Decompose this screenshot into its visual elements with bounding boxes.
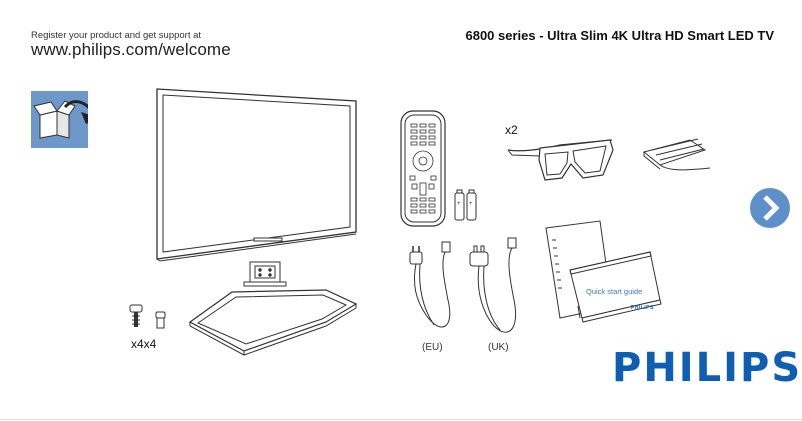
philips-logo: PHILIPS	[612, 345, 802, 391]
next-page-button[interactable]	[750, 188, 790, 228]
product-title: 6800 series - Ultra Slim 4K Ultra HD Sma…	[465, 28, 774, 43]
power-cord-uk-illustration	[469, 237, 517, 333]
chevron-right-icon	[763, 195, 780, 221]
quick-start-guide-brand: PHILIPS	[631, 305, 654, 311]
plug-eu-label: (EU)	[422, 342, 443, 353]
glasses-quantity: x2	[505, 123, 518, 137]
register-text: Register your product and get support at	[31, 30, 202, 41]
svg-text:+: +	[457, 201, 461, 207]
cable-clip-illustration	[642, 138, 711, 171]
page-divider	[0, 419, 802, 420]
support-url[interactable]: www.philips.com/welcome	[31, 40, 231, 59]
3d-glasses-illustration	[507, 139, 614, 181]
screws-quantity: x4x4	[131, 337, 157, 351]
quick-start-guide-illustration	[569, 251, 662, 323]
plug-uk-label: (UK)	[488, 342, 509, 353]
power-cord-eu-illustration	[409, 241, 451, 328]
unboxing-icon	[31, 91, 100, 148]
svg-text:+: +	[469, 201, 473, 207]
screws-illustration	[129, 304, 166, 329]
batteries-illustration: + +	[454, 189, 477, 221]
remote-control-illustration	[400, 110, 446, 227]
tv-stand-illustration	[188, 261, 358, 356]
quick-start-guide-title: Quick start guide	[586, 287, 643, 296]
tv-set-illustration	[156, 88, 357, 262]
